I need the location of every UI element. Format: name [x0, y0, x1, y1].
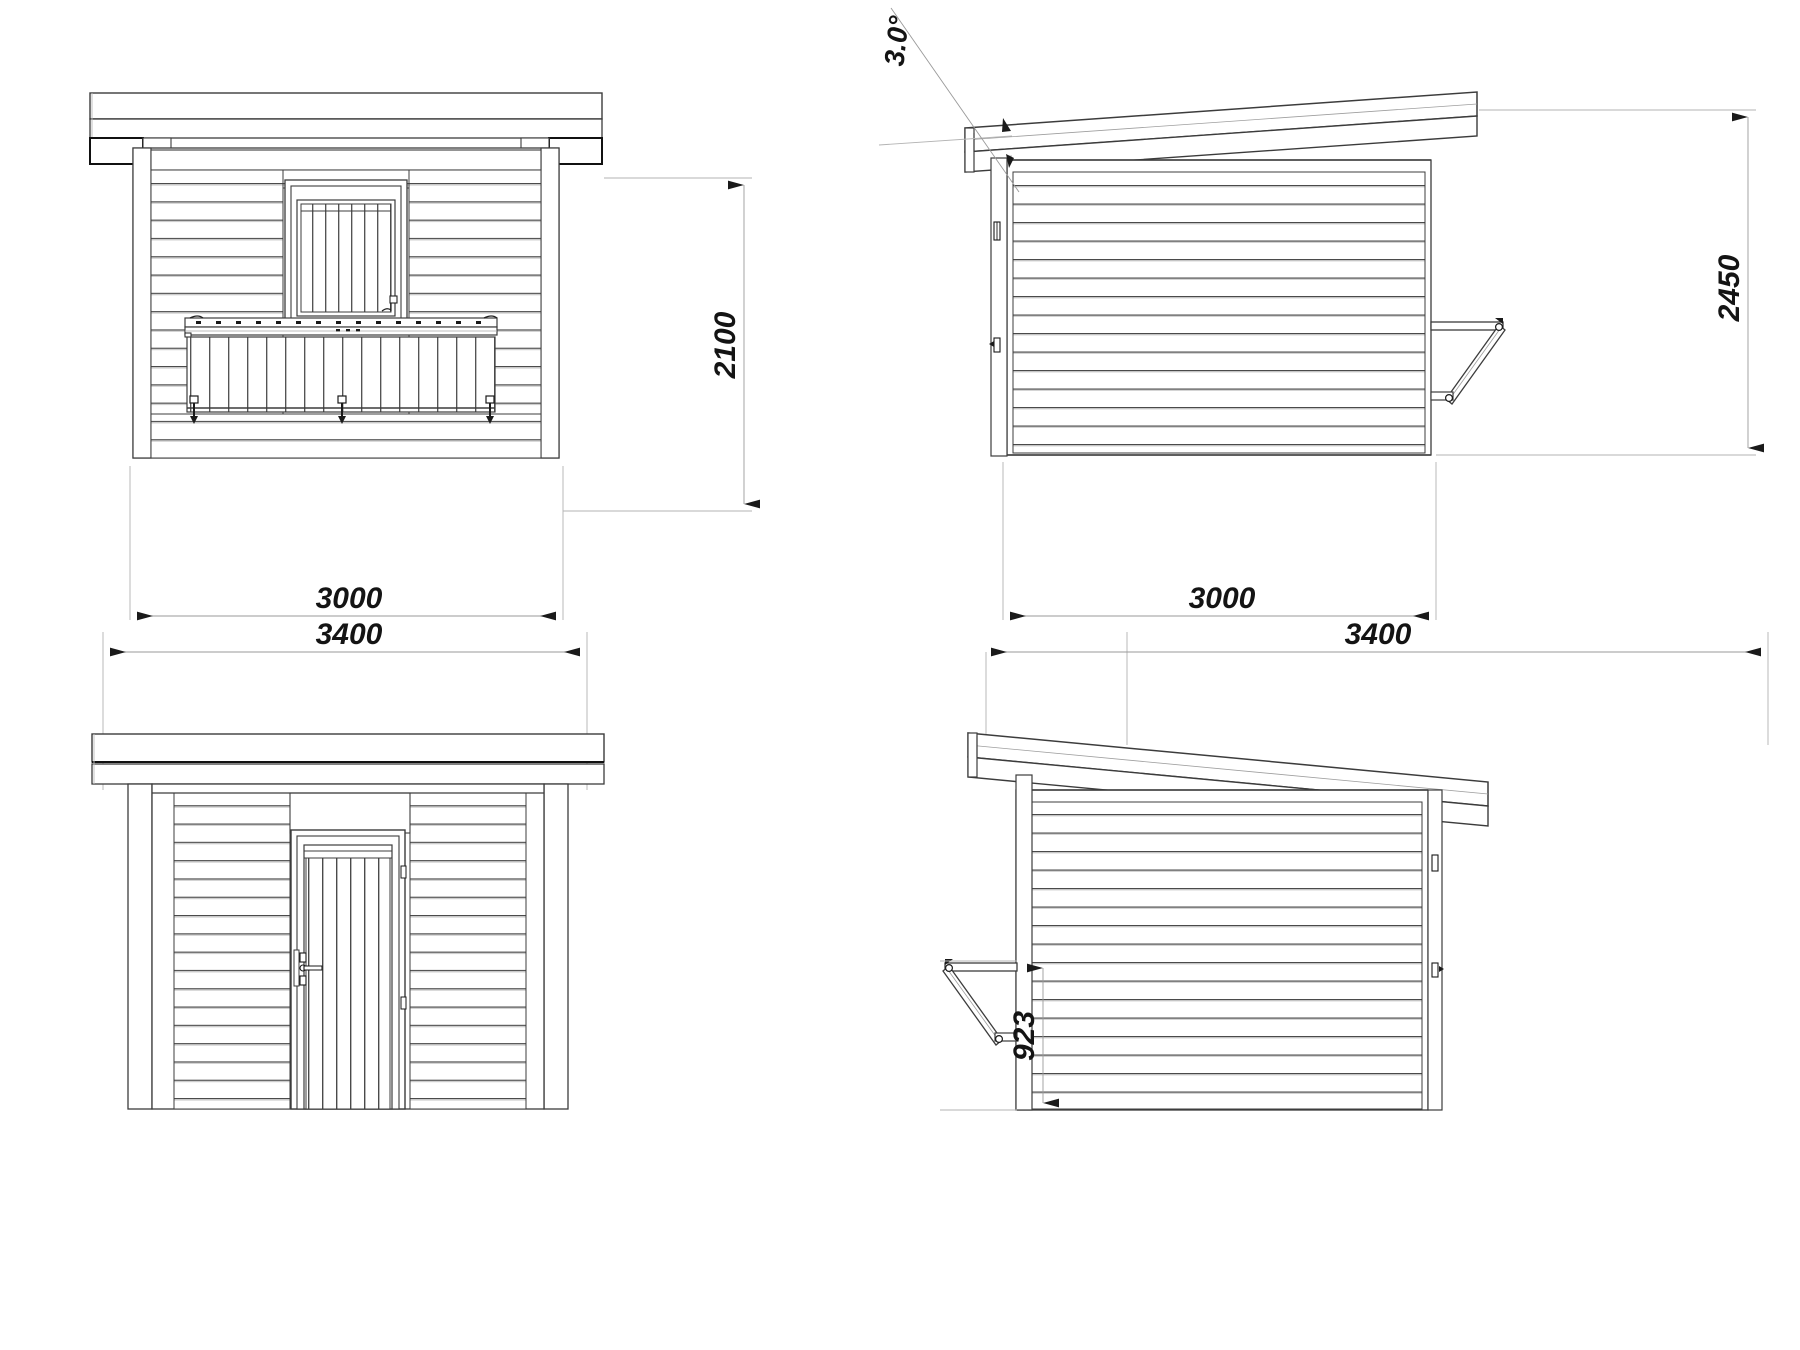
dimension-label-2450: 2450	[1713, 254, 1746, 322]
hinge-icon-upper	[993, 221, 1001, 241]
side-roof-slab	[964, 91, 1478, 173]
support-leg-left	[189, 395, 199, 424]
rear-corner-posts	[127, 783, 569, 1110]
front-counter-supports	[189, 395, 495, 424]
dimension-side-width-3000: 3000	[1002, 462, 1437, 621]
view-front-elevation: 2100 3000	[89, 92, 760, 621]
hinge-icon-upper	[1431, 854, 1439, 872]
front-window-opening	[284, 179, 408, 323]
dimension-roof-pitch-angle: 3.0°	[879, 7, 1020, 193]
side-left-jamb	[989, 157, 1008, 457]
dimension-front-height-2100: 2100	[563, 177, 760, 512]
front-serving-counter	[184, 315, 498, 338]
hinge-icon-lower	[989, 337, 1001, 353]
support-leg-right	[485, 395, 495, 424]
front-window-latch-icon	[381, 295, 398, 312]
left-right-jamb	[1427, 789, 1444, 1111]
view-rear-elevation: 3400	[91, 618, 605, 1110]
dimension-front-width-3000: 3000	[129, 466, 564, 621]
support-leg-centre	[337, 395, 347, 424]
side-wall	[1006, 159, 1432, 456]
dimension-label-923: 923	[1008, 1011, 1041, 1061]
dimension-side-height-2450: 2450	[1436, 109, 1764, 456]
side-hatch-flap-open	[1430, 318, 1506, 405]
hinge-icon-lower	[1431, 962, 1444, 978]
dimension-label-3000-side: 3000	[1189, 582, 1256, 615]
left-hatch-flap-open	[942, 959, 1018, 1046]
dimension-left-width-3400: 3400	[985, 618, 1769, 745]
door-handle-lockset-icon	[293, 949, 323, 987]
dimension-left-hatch-height-923: 923	[940, 960, 1059, 1111]
left-wall	[1015, 774, 1429, 1111]
door-hinge-icon-lower	[400, 996, 407, 1010]
dimension-label-3400-rear: 3400	[316, 618, 383, 651]
dimension-label-3000-front: 3000	[316, 582, 383, 615]
dimension-label-3-0-degrees: 3.0°	[879, 14, 915, 68]
view-left-side-elevation: 3400	[940, 618, 1769, 1111]
dimension-label-3400-left: 3400	[1345, 618, 1412, 651]
rear-roof-fascia	[91, 733, 605, 785]
rear-entry-door	[290, 829, 407, 1110]
front-roof-fascia	[89, 92, 603, 139]
view-right-side-elevation: 3.0° 2450 3000	[879, 7, 1764, 621]
dimension-label-2100: 2100	[709, 311, 742, 379]
door-hinge-icon-upper	[400, 865, 407, 879]
